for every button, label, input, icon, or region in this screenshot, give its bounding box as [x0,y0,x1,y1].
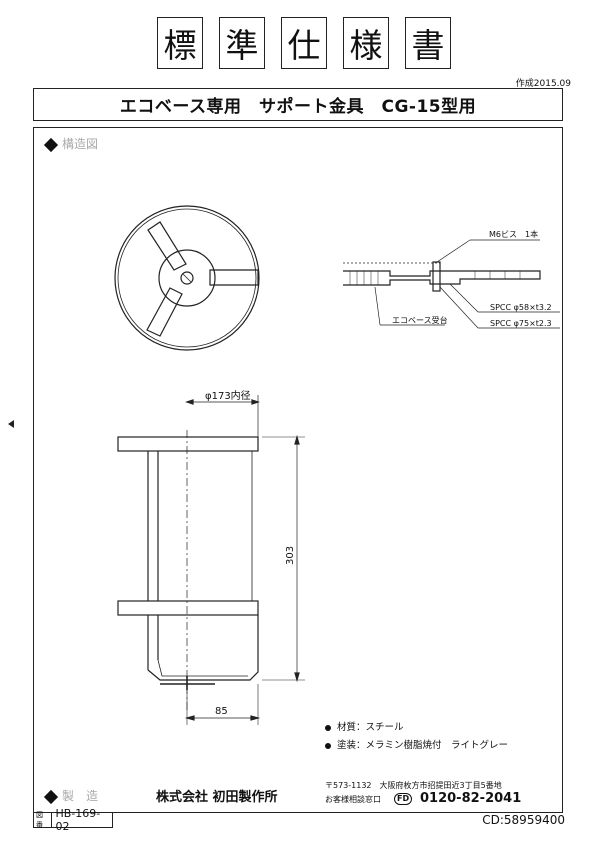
title-char-5: 書 [405,17,451,69]
title-char-3: 仕 [281,17,327,69]
dim-height: 303 [285,546,296,565]
spoke-upper-left [147,221,187,271]
spec-finish-value: メラミン樹脂焼付 ライトグレー [365,740,509,751]
spec-material: 材質：スチール [325,719,404,733]
freedial-icon: FD [394,793,413,805]
spec-material-value: スチール [365,722,404,733]
drawing-number-label: 図番 [34,811,53,829]
document-subject: エコベース専用 サポート金具 CG-15型用 [33,88,563,121]
top-view-screw-icon [180,271,194,285]
spoke-right [209,269,259,286]
base-section-profile [343,270,541,286]
callout-plate-large: SPCC φ75×t2.3 [490,319,552,328]
company-address: 〒573-1132 大阪府枚方市招提田近3丁目5番地 [325,781,502,790]
maker-label-text: 製 造 [62,789,99,803]
drawing-frame [33,127,563,813]
bullet-icon [325,724,331,731]
bullet-icon [325,742,331,749]
top-view-outer-ring [114,205,260,351]
structure-label-text: 構造図 [62,137,99,151]
spec-material-label: 材質： [337,722,366,733]
top-view-hub [158,249,216,307]
cd-code: CD:58959400 [482,813,565,827]
phone-number: 0120-82-2041 [420,791,522,806]
structure-section-label: 構造図 [43,135,99,152]
drawing-number-box: 図番 HB-169-02 [33,807,113,833]
spec-finish-label: 塗装： [337,740,366,751]
callout-screw: M6ビス 1本 [489,229,538,239]
diamond-bullet-icon [43,789,59,804]
title-char-2: 準 [219,17,265,69]
consult-label: お客様相談窓口 [325,795,381,804]
spoke-lower-left [146,287,183,337]
edition-date: 作成2015.09 [515,79,571,89]
company-name: 株式会社 初田製作所 [156,790,278,805]
callout-base: エコベース受台 [392,315,448,325]
dim-offset: 85 [215,706,228,717]
top-view-inner-ring [117,208,257,348]
maker-section-label: 製 造 [43,787,99,804]
drawing-number: HB-169-02 [55,807,101,833]
top-ring-section [117,436,259,452]
lower-ring-section [117,600,259,616]
spec-finish: 塗装：メラミン樹脂焼付 ライトグレー [325,737,508,751]
m6-screw-section [432,261,441,292]
title-char-1: 標 [157,17,203,69]
title-char-4: 様 [343,17,389,69]
callout-plate-small: SPCC φ58×t3.2 [490,303,552,312]
dim-inner-diameter: φ173内径 [205,389,251,402]
left-arrow-icon [8,420,14,428]
